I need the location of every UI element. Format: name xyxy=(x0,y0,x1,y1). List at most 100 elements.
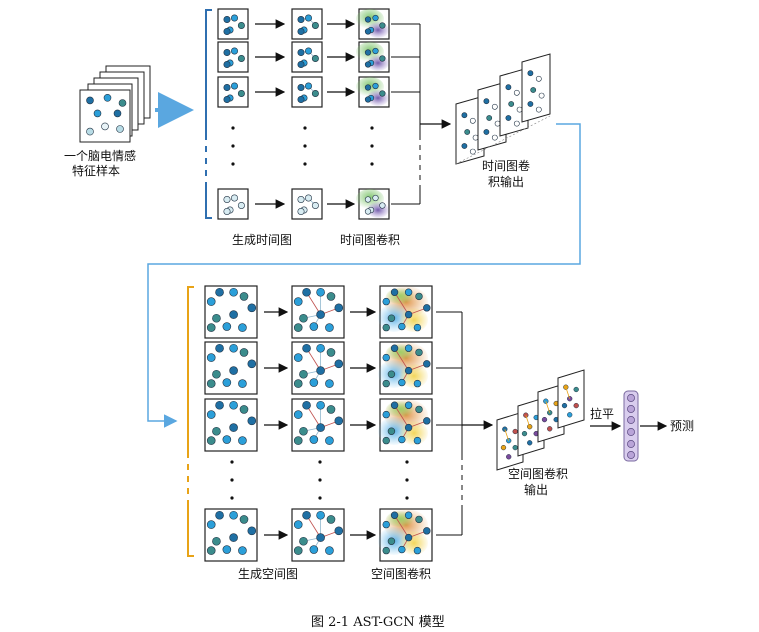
ellipsis-dot xyxy=(370,162,374,166)
slice-frame xyxy=(521,53,551,123)
graph-node xyxy=(238,436,247,445)
figure-caption: 图 2-1 AST-GCN 模型 xyxy=(311,615,445,630)
graph-node xyxy=(309,322,319,331)
graph-node xyxy=(302,400,311,410)
graph-node xyxy=(302,510,311,520)
ellipsis-dot xyxy=(318,496,322,500)
graph-node xyxy=(404,511,413,519)
graph-node xyxy=(530,87,537,93)
graph-node xyxy=(297,208,305,216)
graph-node xyxy=(229,366,238,375)
temporal-output-slice xyxy=(455,95,485,165)
graph-node xyxy=(364,49,372,56)
graph-node xyxy=(461,143,468,149)
graph-node xyxy=(334,526,344,536)
graph-node xyxy=(379,22,386,29)
graph-node xyxy=(223,96,231,104)
temporal-row xyxy=(217,76,420,108)
ellipsis-dot xyxy=(405,496,409,500)
graph-node xyxy=(222,378,232,387)
spatial-rows xyxy=(204,285,494,562)
graph-edge xyxy=(394,348,409,371)
graph-node xyxy=(222,435,232,444)
graph-edge xyxy=(306,515,321,538)
graph-node xyxy=(206,410,216,419)
graph-node xyxy=(423,417,431,425)
flatten-label: 拉平 xyxy=(590,406,614,421)
graph-node xyxy=(302,287,311,297)
graph-node xyxy=(316,287,325,297)
graph-node xyxy=(382,379,390,388)
graph-node xyxy=(364,28,372,35)
graph-node xyxy=(372,82,379,90)
graph-node xyxy=(304,47,312,55)
graph-edge xyxy=(394,405,409,428)
graph-node xyxy=(404,344,413,352)
graph-node xyxy=(239,292,249,301)
graph-node xyxy=(404,366,413,375)
graph-node xyxy=(364,96,372,103)
graph-node xyxy=(483,129,490,135)
graph-edge xyxy=(394,292,409,315)
graph-node xyxy=(423,527,431,535)
graph-node xyxy=(379,202,386,209)
graph-node xyxy=(316,533,325,542)
graph-node xyxy=(494,120,501,127)
ellipsis-dot xyxy=(370,144,374,148)
temporal-output-slice xyxy=(499,67,529,137)
graph-node xyxy=(311,21,319,29)
graph-node xyxy=(541,416,548,423)
graph-node xyxy=(206,546,216,555)
ellipsis-dot xyxy=(318,460,322,464)
graph-node xyxy=(293,323,303,332)
graph-node xyxy=(413,436,422,445)
graph-node xyxy=(238,546,247,555)
ellipsis-dot xyxy=(230,460,234,464)
graph-node xyxy=(316,343,325,353)
graph-node xyxy=(372,194,379,202)
graph-node xyxy=(299,536,308,546)
graph-node xyxy=(415,348,423,357)
graph-node xyxy=(302,343,311,353)
graph-node xyxy=(364,16,372,23)
graph-node xyxy=(573,402,579,409)
graph-node xyxy=(239,405,249,414)
graph-node xyxy=(311,90,319,98)
graph-node xyxy=(231,194,239,202)
graph-node xyxy=(561,402,568,409)
graph-node xyxy=(334,359,344,369)
graph-node xyxy=(297,196,305,204)
graph-node xyxy=(316,366,325,375)
graph-node xyxy=(390,401,399,409)
graph-node xyxy=(404,423,413,432)
graph-node xyxy=(326,292,336,301)
temporal-bracket xyxy=(205,9,212,219)
graph-node xyxy=(293,436,303,445)
graph-node xyxy=(334,416,344,426)
graph-node xyxy=(505,115,512,121)
graph-node xyxy=(508,101,515,107)
graph-node xyxy=(229,287,238,297)
graph-node xyxy=(398,435,406,444)
graph-node xyxy=(382,436,390,445)
temporal-to-spatial-connector xyxy=(147,123,581,428)
graph-node xyxy=(364,61,372,68)
graph-node xyxy=(505,84,512,91)
graph-node xyxy=(297,60,305,68)
graph-node xyxy=(372,47,379,55)
graph-node xyxy=(404,288,413,296)
graph-edge xyxy=(545,401,551,413)
graph-edge xyxy=(394,515,409,538)
graph-node xyxy=(512,444,518,451)
graph-node xyxy=(86,127,94,136)
graph-node xyxy=(563,384,569,390)
graph-node xyxy=(297,96,305,104)
graph-edge xyxy=(504,429,510,441)
graph-node xyxy=(237,21,245,29)
ellipsis-dot xyxy=(231,144,235,148)
ellipsis-dot xyxy=(303,162,307,166)
graph-node xyxy=(116,125,124,133)
graph-node xyxy=(500,444,507,451)
graph-node xyxy=(382,520,390,529)
vector-unit xyxy=(627,394,635,402)
